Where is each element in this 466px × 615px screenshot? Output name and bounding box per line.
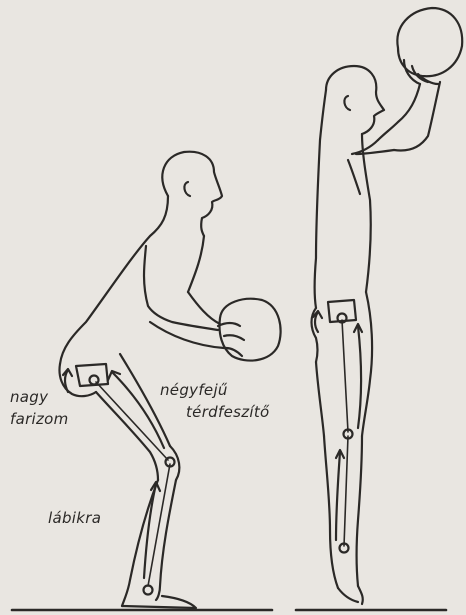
jumping-calf-arrow xyxy=(336,452,340,540)
crouching-shin-front xyxy=(156,480,176,600)
jumping-shin-front xyxy=(357,436,363,586)
crouching-ear xyxy=(184,182,190,196)
crouching-figure xyxy=(12,152,281,610)
crouching-chest xyxy=(188,236,204,292)
jumping-foot xyxy=(338,586,363,604)
jumping-forearm xyxy=(378,84,420,140)
crouching-front-thigh xyxy=(120,354,170,446)
crouching-inner-arm xyxy=(144,246,218,330)
label-gluteus-line1: nagy xyxy=(10,389,48,405)
jumping-femur-line xyxy=(342,320,348,432)
jumping-tibia-line xyxy=(344,436,348,546)
jumping-ball xyxy=(397,8,462,76)
jumping-quadriceps-arrow xyxy=(358,326,361,428)
jumping-shoulder xyxy=(352,140,394,154)
jumping-front-thigh xyxy=(362,292,372,436)
jumping-back-thigh xyxy=(316,362,324,436)
crouching-ankle-joint xyxy=(144,586,153,595)
crouching-hip-joint xyxy=(90,376,99,385)
jumping-head xyxy=(326,66,384,134)
crouching-back xyxy=(60,196,168,364)
label-quadriceps-line2: térdfeszítő xyxy=(186,404,270,420)
jumping-arm-line xyxy=(348,160,360,194)
label-calf: lábikra xyxy=(48,510,101,526)
jumping-hip-box xyxy=(328,300,356,322)
crouching-ball xyxy=(220,299,281,361)
crouching-head xyxy=(162,152,222,236)
jumping-figure xyxy=(296,8,462,610)
crouching-calf-arrow xyxy=(144,484,156,578)
jumping-back xyxy=(315,90,327,308)
label-gluteus-line2: farizom xyxy=(10,411,69,427)
jumping-chest xyxy=(362,134,371,292)
label-quadriceps-line1: négyfejű xyxy=(160,382,228,398)
crouching-foot xyxy=(122,596,196,608)
crouching-outer-arm xyxy=(188,292,220,324)
jumping-ear xyxy=(344,96,350,110)
